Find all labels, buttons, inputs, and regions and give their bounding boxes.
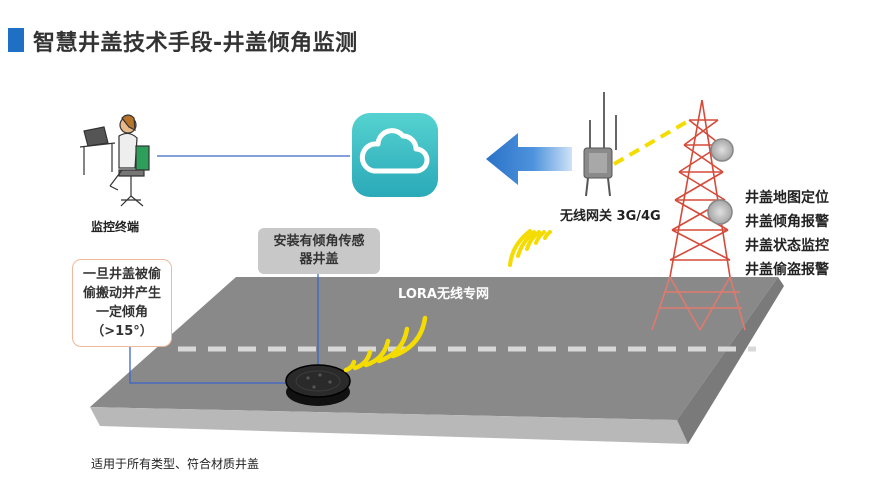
feature-item: 井盖地图定位 — [745, 190, 829, 206]
note-line: 偷搬动并产生 — [82, 286, 161, 301]
cell-tower-icon — [651, 99, 746, 331]
road — [90, 277, 784, 444]
page-title: 智慧井盖技术手段-井盖倾角监测 — [33, 31, 358, 56]
note-line: 一旦井盖被偷 — [82, 267, 161, 282]
applicability-note: 适用于所有类型、符合材质井盖 — [91, 457, 260, 471]
gateway-label: 无线网关 3G/4G — [560, 209, 661, 224]
monitor-terminal-label: 监控终端 — [91, 220, 140, 234]
operator-desk-icon — [79, 114, 150, 207]
title-accent-bar — [8, 28, 24, 52]
tilt-alert-note: 一旦井盖被偷 偷搬动并产生 一定倾角 （>15°） — [72, 259, 172, 347]
note-line: （>15°） — [91, 324, 153, 339]
cloud-icon — [352, 113, 438, 197]
feature-item: 井盖状态监控 — [745, 238, 829, 254]
sensor-cover-label: 安装有倾角传感器井盖 — [273, 234, 365, 267]
lora-network-label: LORA无线专网 — [398, 287, 489, 302]
connector-lines — [129, 155, 350, 384]
feature-item: 井盖倾角报警 — [745, 214, 829, 230]
lora-signal-waves — [343, 315, 428, 373]
manhole-cover-icon — [285, 364, 351, 406]
note-line: 一定倾角 — [95, 305, 148, 320]
uplink-arrow — [486, 133, 572, 185]
backhaul-link — [612, 118, 692, 166]
sensor-cover-callout: 安装有倾角传感器井盖 — [258, 228, 380, 274]
feature-item: 井盖偷盗报警 — [745, 262, 829, 278]
gateway-signal-waves — [508, 229, 552, 267]
gateway-antenna-icon — [583, 92, 617, 197]
feature-list: 井盖地图定位 井盖倾角报警 井盖状态监控 井盖偷盗报警 — [745, 186, 829, 282]
